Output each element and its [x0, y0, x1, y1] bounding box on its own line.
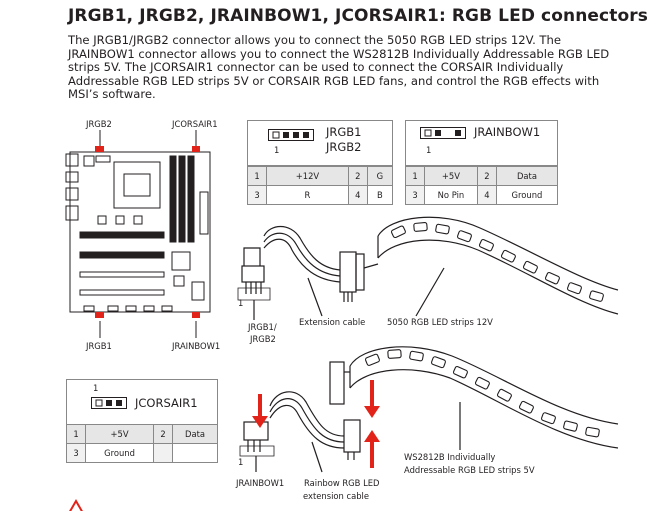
pin1-marker: 1	[274, 145, 280, 155]
page-title: JRGB1, JRGB2, JRAINBOW1, JCORSAIR1: RGB …	[68, 6, 648, 26]
jrgb-plug-label-2: JRGB2	[250, 334, 276, 344]
table-cell: 2	[347, 166, 368, 186]
warning-icon	[69, 499, 83, 511]
header-4pin-icon	[268, 129, 314, 141]
rainbow-cable-label-2: extension cable	[303, 491, 370, 501]
jrgb-cable-illustration	[237, 216, 619, 320]
table-cell	[172, 443, 218, 463]
header-4pin-icon	[420, 127, 466, 139]
rainbow-cable-label: Rainbow RGB LED	[304, 478, 380, 488]
jcorsair-connector-box: 1 JCORSAIR1	[66, 379, 218, 425]
table-cell: Data	[172, 424, 218, 444]
connector-name-2: JRGB2	[326, 140, 362, 154]
motherboard-diagram	[65, 130, 211, 338]
strip-5050-label: 5050 RGB LED strips 12V	[387, 317, 493, 327]
table-cell: 1	[66, 424, 86, 444]
table-cell: 1	[247, 166, 267, 186]
jrainbow-plug-label: JRAINBOW1	[236, 478, 285, 488]
board-label-jrainbow1: JRAINBOW1	[172, 341, 221, 351]
connector-name: JRAINBOW1	[474, 125, 541, 139]
table-cell: +5V	[424, 166, 478, 186]
pin1-marker: 1	[238, 457, 244, 467]
table-cell: No Pin	[424, 185, 478, 205]
jcorsair-pin-table: 1 +5V 2 Data 3 Ground	[66, 424, 218, 463]
pin1-marker: 1	[93, 383, 99, 393]
table-cell: G	[366, 166, 394, 186]
header-3pin-icon	[91, 397, 127, 409]
jrainbow-pin-table: 1 +5V 2 Data 3 No Pin 4 Ground	[405, 166, 559, 205]
pin1-marker: 1	[426, 145, 432, 155]
ws2812b-strip-label: WS2812B Individually	[404, 452, 496, 462]
table-cell: Ground	[84, 443, 155, 463]
board-label-jrgb2: JRGB2	[86, 119, 112, 129]
pin1-marker: 1	[238, 298, 244, 308]
table-cell	[153, 443, 174, 463]
board-label-jcorsair1: JCORSAIR1	[172, 119, 218, 129]
table-cell: 2	[476, 166, 497, 186]
table-cell: +12V	[266, 166, 349, 186]
jrgb-plug-label: JRGB1/	[248, 322, 277, 332]
extension-cable-label: Extension cable	[299, 317, 366, 327]
table-cell: 3	[405, 185, 425, 205]
intro-paragraph: The JRGB1/JRGB2 connector allows you to …	[68, 33, 610, 102]
table-cell: 3	[66, 443, 86, 463]
connector-name: JCORSAIR1	[135, 396, 198, 410]
ws2812b-strip-label-2: Addressable RGB LED strips 5V	[404, 465, 535, 475]
jrainbow-cable-illustration	[239, 346, 619, 473]
table-cell: 4	[476, 185, 497, 205]
jrgb-connector-box: 1 JRGB1 JRGB2	[247, 120, 393, 166]
connector-name: JRGB1	[326, 125, 362, 139]
jrgb-pin-table: 1 +12V 2 G 3 R 4 B	[247, 166, 394, 205]
table-cell: Ground	[495, 185, 559, 205]
jrainbow-connector-box: 1 JRAINBOW1	[405, 120, 558, 166]
table-cell: R	[266, 185, 349, 205]
table-cell: 2	[153, 424, 174, 444]
table-cell: 4	[347, 185, 368, 205]
table-cell: 1	[405, 166, 425, 186]
table-cell: 3	[247, 185, 267, 205]
table-cell: Data	[495, 166, 559, 186]
table-cell: B	[366, 185, 394, 205]
board-label-jrgb1: JRGB1	[86, 341, 112, 351]
table-cell: +5V	[84, 424, 155, 444]
